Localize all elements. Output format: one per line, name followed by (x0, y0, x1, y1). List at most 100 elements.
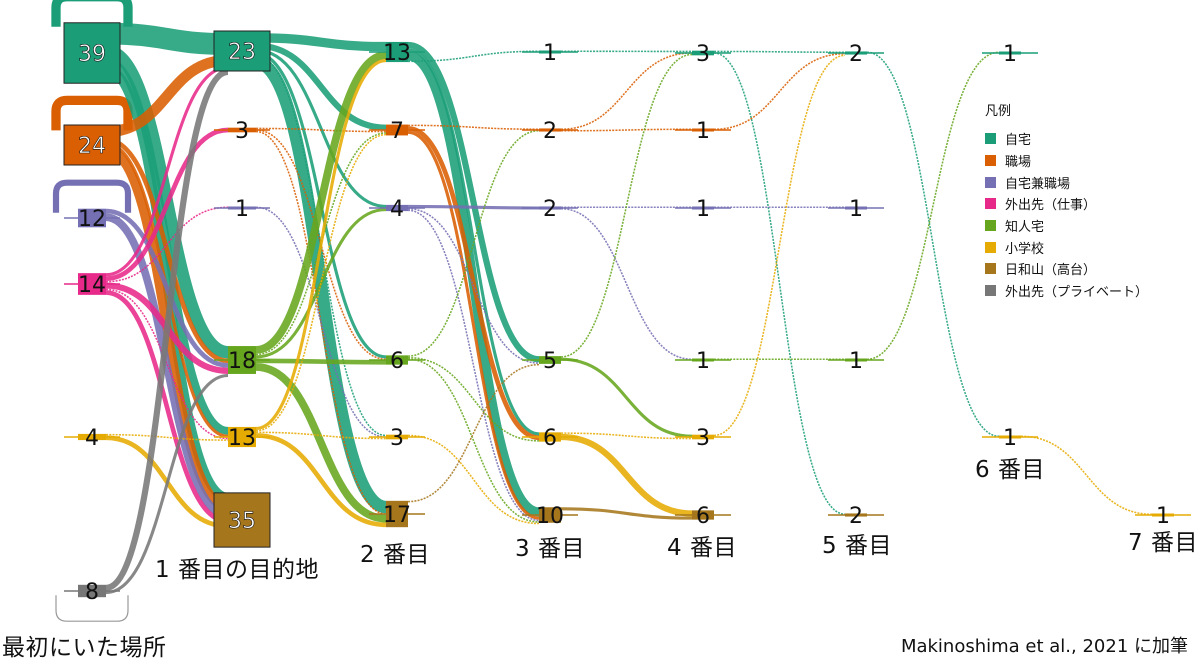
node-bar-home_work-stage2 (386, 204, 408, 212)
flow-acquaintance-to-acquaintance-stage1 (255, 358, 387, 365)
node-count-home_work-stage3: 2 (543, 197, 557, 222)
flow-home-to-home-stage0 (51, 0, 133, 27)
flow-home-to-school-stage5 (866, 51, 1000, 438)
node-bar-home-stage0 (63, 22, 121, 84)
node-bar-school-stage1 (228, 426, 256, 448)
node-count-home_work-stage1: 1 (235, 197, 249, 222)
node-bar-work-stage1 (228, 127, 256, 133)
node-bar-outing_private-stage0 (78, 584, 106, 598)
legend-label: 自宅兼職場 (1005, 176, 1071, 192)
node-count-work-stage4: 1 (696, 119, 710, 144)
legend-swatch-outing-private (985, 285, 996, 297)
flow-home_work-to-acquaintance-stage2 (407, 208, 540, 364)
flow-work-to-work-stage1 (255, 127, 387, 133)
flow-outing_private-to-home-stage0 (105, 68, 229, 591)
credit-note: Makinoshima et al., 2021 に加筆 (900, 636, 1188, 657)
node-bar-acquaintance-stage4 (692, 358, 714, 362)
node-count-home-stage6: 1 (1003, 42, 1017, 67)
legend-item-home-work: 自宅兼職場 (985, 171, 1148, 193)
legend-item-outing-private: 外出先（プライベート） (985, 280, 1148, 302)
node-count-home_work-stage0: 12 (78, 207, 106, 232)
node-count-outing_work-stage0: 14 (78, 273, 106, 298)
node-count-home_work-stage2: 4 (390, 197, 404, 222)
legend-swatch-work (985, 155, 996, 167)
flow-school-to-school-stage3 (560, 432, 693, 440)
flow-school-to-school-stage0 (105, 433, 229, 441)
stage-label-origin: 最初にいた場所 (2, 635, 167, 661)
flow-home-to-hiyoriyama-stage4 (713, 52, 846, 515)
flow-home_work-to-hiyoriyama-stage0 (105, 213, 229, 520)
node-bar-home-stage3 (539, 50, 561, 54)
legend-swatch-school (985, 241, 996, 253)
flow-acquaintance-to-home-stage1 (255, 51, 387, 354)
stage-label-3: 3 番目 (515, 536, 585, 562)
node-bar-home_work-stage5 (845, 206, 867, 210)
node-bar-hiyoriyama-stage3 (539, 507, 561, 523)
node-count-acquaintance-stage3: 5 (543, 349, 557, 374)
node-count-work-stage0: 24 (78, 134, 106, 159)
flow-acquaintance-to-hiyoriyama-stage1 (255, 363, 387, 523)
node-bar-work-stage2 (386, 124, 408, 136)
node-count-work-stage3: 2 (543, 119, 557, 144)
legend-item-acquaintance: 知人宅 (985, 215, 1148, 237)
node-count-school-stage2: 3 (390, 426, 404, 451)
flow-work-to-home-stage3 (560, 52, 693, 130)
node-count-school-stage1: 13 (228, 426, 256, 451)
node-count-school-stage4: 3 (696, 426, 710, 451)
node-count-acquaintance-stage5: 1 (849, 349, 863, 374)
flow-acquaintance-to-home-stage3 (560, 53, 693, 358)
stage-label-4: 4 番目 (667, 535, 737, 561)
legend-swatch-outing-work (985, 198, 996, 210)
node-count-home-stage2: 13 (383, 41, 411, 66)
flow-work-to-work-stage2 (407, 124, 540, 130)
flow-school-to-school-stage1 (255, 431, 387, 440)
flow-school-to-hiyoriyama-stage2 (407, 434, 540, 525)
flow-home_work-to-acquaintance-stage0 (105, 208, 229, 368)
legend-title: 凡例 (985, 104, 1012, 119)
legend-item-school: 小学校 (985, 236, 1148, 258)
flow-outing_work-to-hiyoriyama-stage0 (105, 290, 229, 524)
node-bar-hiyoriyama-stage5 (845, 513, 867, 517)
stage-label-6: 6 番目 (975, 457, 1045, 483)
node-count-home-stage4: 3 (696, 42, 710, 67)
node-bar-work-stage3 (539, 128, 561, 132)
flow-school-to-home-stage4 (713, 54, 846, 437)
node-bar-school-stage7 (1152, 513, 1174, 517)
node-count-acquaintance-stage2: 6 (390, 349, 404, 374)
node-count-home_work-stage4: 1 (696, 197, 710, 222)
node-bar-school-stage6 (999, 435, 1021, 439)
flow-work-to-home-stage0 (105, 54, 229, 138)
node-bar-home-stage2 (386, 41, 408, 63)
flow-outing_private-to-outing_private-stage0 (55, 595, 129, 622)
legend-swatch-acquaintance (985, 220, 996, 232)
flow-home-to-home_work-stage1 (255, 48, 387, 208)
flow-layer (51, 0, 1153, 622)
flow-work-to-work-stage3 (560, 128, 693, 132)
node-bar-hiyoriyama-stage1 (213, 492, 271, 548)
legend-item-hiyoriyama: 日和山（高台） (985, 258, 1148, 280)
node-bar-home-stage5 (845, 51, 867, 55)
node-count-hiyoriyama-stage5: 2 (849, 504, 863, 529)
flow-outing_work-to-home_work-stage0 (105, 206, 229, 283)
node-count-acquaintance-stage1: 18 (228, 349, 256, 374)
flow-home-to-home-stage4 (713, 50, 846, 53)
node-bar-acquaintance-stage5 (845, 358, 867, 362)
node-count-home_work-stage5: 1 (849, 197, 863, 222)
node-count-acquaintance-stage4: 1 (696, 349, 710, 374)
flow-home-to-home-stage2 (407, 50, 540, 63)
node-bar-home_work-stage3 (539, 206, 561, 210)
stage-label-2: 2 番目 (360, 542, 430, 568)
flow-school-to-home-stage1 (255, 58, 387, 431)
node-count-school-stage6: 1 (1003, 426, 1017, 451)
node-bar-home_work-stage4 (692, 206, 714, 210)
flow-work-to-acquaintance-stage0 (105, 137, 229, 364)
stage-label-5: 5 番目 (822, 533, 892, 559)
flow-home-to-home-stage1 (255, 33, 387, 52)
node-bar-hiyoriyama-stage4 (692, 510, 714, 520)
node-count-home-stage0: 39 (78, 42, 106, 67)
flow-work-to-hiyoriyama-stage2 (407, 130, 540, 520)
flow-outing_work-to-work-stage0 (105, 127, 229, 281)
node-bar-hiyoriyama-stage2 (386, 500, 408, 528)
